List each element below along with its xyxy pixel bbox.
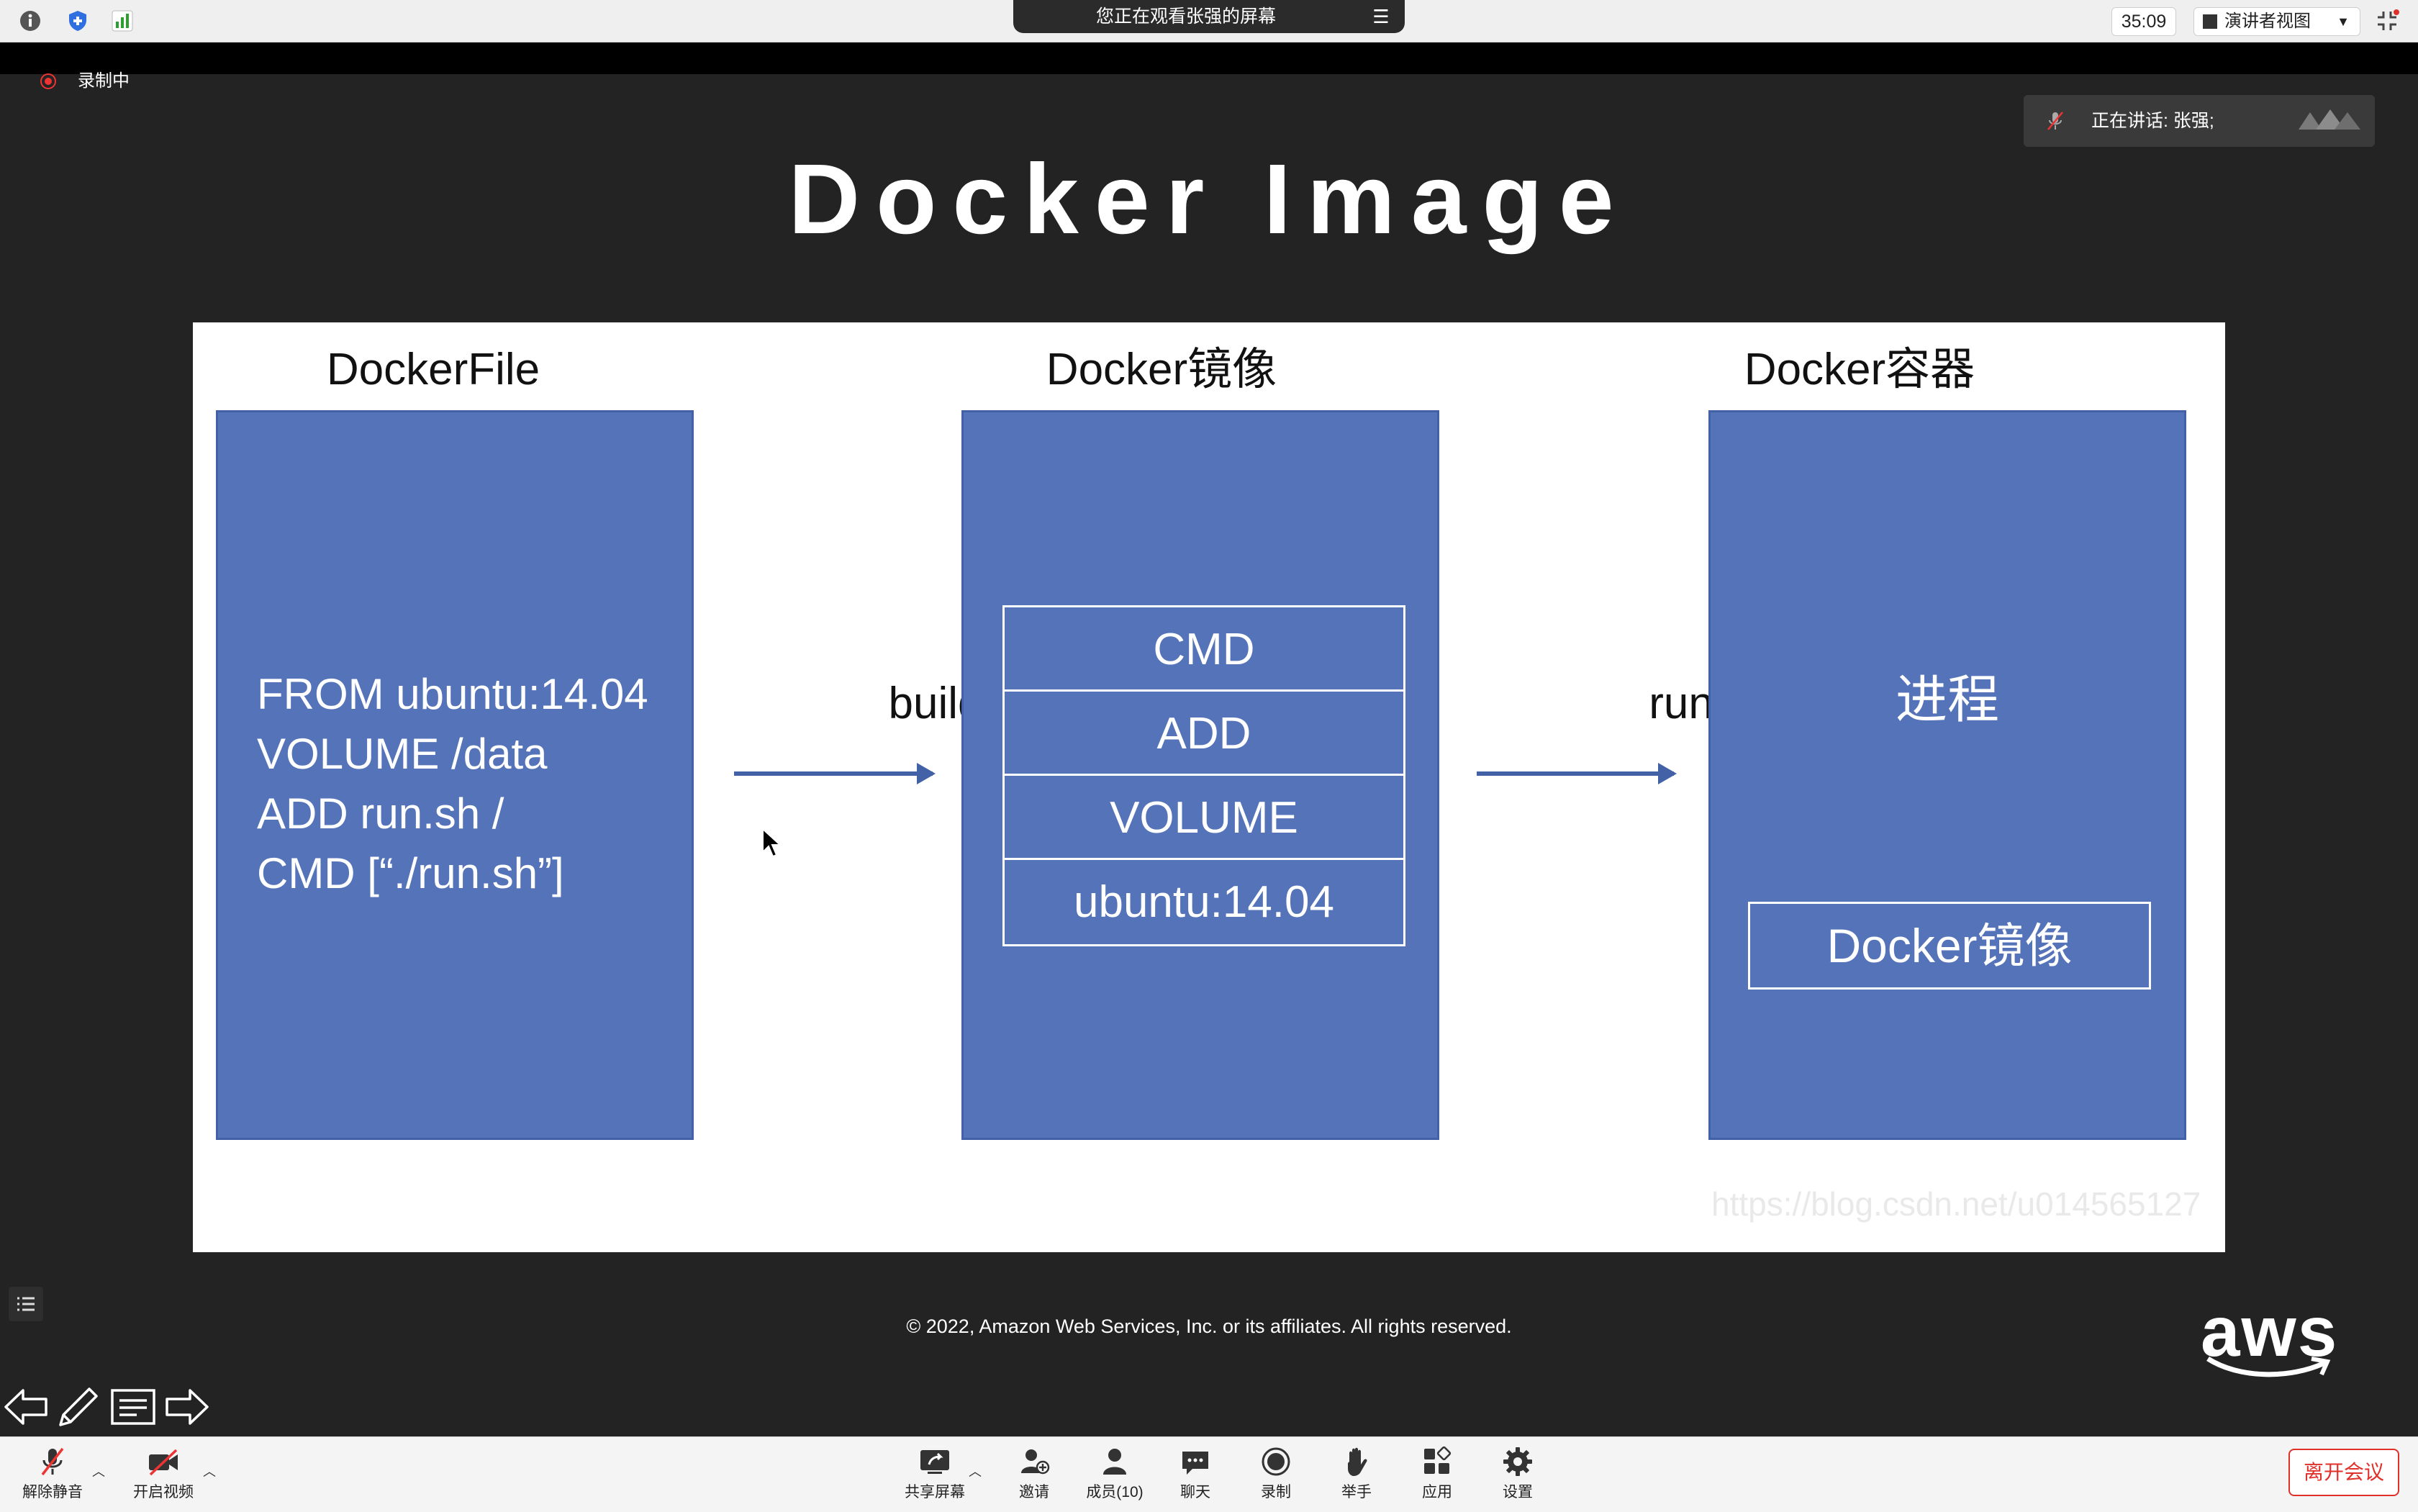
view-mode-label: 演讲者视图 xyxy=(2224,12,2311,31)
notes-icon[interactable] xyxy=(108,1382,158,1432)
share-screen-label: 共享屏幕 xyxy=(905,1484,965,1500)
dockerfile-code: FROM ubuntu:14.04 VOLUME /data ADD run.s… xyxy=(257,664,648,903)
muted-mic-icon xyxy=(41,1447,64,1476)
dockerfile-line: FROM ubuntu:14.04 xyxy=(257,670,648,718)
docker-container-box: 进程 Docker镜像 xyxy=(1708,410,2186,1140)
apps-label: 应用 xyxy=(1422,1484,1452,1500)
chat-label: 聊天 xyxy=(1180,1484,1210,1500)
aws-logo: aws xyxy=(2201,1292,2339,1371)
aws-smile-icon xyxy=(2206,1357,2331,1377)
image-layer-stack: CMD ADD VOLUME ubuntu:14.04 xyxy=(1002,605,1405,946)
apps-grid-icon xyxy=(1424,1446,1452,1474)
invite-button[interactable]: 邀请 xyxy=(995,1441,1074,1508)
settings-button[interactable]: 设置 xyxy=(1478,1441,1557,1508)
share-screen-button[interactable]: 共享屏幕 xyxy=(895,1441,974,1508)
recording-label: 录制中 xyxy=(78,71,130,91)
active-speaker-label: 正在讲话: 张强; xyxy=(2091,111,2214,131)
slide-title: Docker Image xyxy=(788,144,1630,255)
image-layer: ubuntu:14.04 xyxy=(1073,877,1334,927)
members-label: 成员(10) xyxy=(1086,1484,1144,1500)
video-options-chevron-icon[interactable]: ︿ xyxy=(203,1465,216,1479)
raise-hand-label: 举手 xyxy=(1341,1484,1372,1500)
unmute-button[interactable]: 解除静音 xyxy=(13,1441,92,1508)
banner-menu-icon[interactable]: ☰ xyxy=(1372,6,1390,27)
dockerfile-header: DockerFile xyxy=(326,345,540,394)
gear-icon xyxy=(1503,1447,1532,1476)
video-off-icon xyxy=(149,1449,178,1476)
exit-fullscreen-icon[interactable] xyxy=(2375,9,2399,33)
docker-image-header: Docker镜像 xyxy=(1046,345,1277,394)
record-icon xyxy=(1262,1447,1290,1476)
view-mode-dropdown[interactable]: 演讲者视图 ▼ xyxy=(2193,7,2360,36)
mouse-cursor-icon xyxy=(762,828,782,858)
docker-image-box: CMD ADD VOLUME ubuntu:14.04 xyxy=(961,410,1439,1140)
docker-container-header: Docker容器 xyxy=(1744,345,1975,394)
screen-share-banner: 您正在观看张强的屏幕 ☰ xyxy=(1013,0,1405,33)
chat-bubble-icon xyxy=(1182,1452,1208,1475)
raise-hand-button[interactable]: 举手 xyxy=(1317,1441,1396,1508)
image-layer: ADD xyxy=(1005,692,1403,776)
meeting-timer: 35:09 xyxy=(2111,7,2176,36)
dockerfile-box: FROM ubuntu:14.04 VOLUME /data ADD run.s… xyxy=(216,410,694,1140)
settings-label: 设置 xyxy=(1503,1484,1533,1500)
chevron-down-icon: ▼ xyxy=(2337,14,2350,29)
build-arrow xyxy=(734,763,936,784)
start-video-button[interactable]: 开启视频 xyxy=(124,1441,203,1508)
recording-dot-icon xyxy=(40,73,56,89)
container-image-box: Docker镜像 xyxy=(1748,902,2151,990)
top-black-strip xyxy=(0,42,2418,74)
pen-annotate-icon[interactable] xyxy=(53,1382,104,1432)
info-icon[interactable] xyxy=(19,9,42,32)
image-layer: VOLUME xyxy=(1005,776,1403,860)
meeting-toolbar: 解除静音 ︿ 开启视频 ︿ 共享屏幕 ︿ 邀请 成员(10) 聊天 xyxy=(0,1436,2418,1512)
share-banner-text: 您正在观看张强的屏幕 xyxy=(1095,6,1276,27)
image-layer: CMD xyxy=(1005,607,1403,692)
share-screen-icon xyxy=(920,1450,949,1474)
members-button[interactable]: 成员(10) xyxy=(1075,1441,1154,1508)
dockerfile-line: CMD [“./run.sh”] xyxy=(257,849,564,897)
blog-watermark: https://blog.csdn.net/u014565127 xyxy=(1711,1185,2201,1223)
outline-list-icon[interactable] xyxy=(9,1287,43,1321)
record-label: 录制 xyxy=(1261,1484,1291,1500)
members-icon xyxy=(1103,1449,1126,1475)
record-button[interactable]: 录制 xyxy=(1236,1441,1316,1508)
audio-options-chevron-icon[interactable]: ︿ xyxy=(92,1465,105,1479)
top-bar: 您正在观看张强的屏幕 ☰ 35:09 演讲者视图 ▼ xyxy=(0,0,2418,42)
invite-label: 邀请 xyxy=(1019,1484,1049,1500)
active-speaker-panel: 正在讲话: 张强; xyxy=(2024,95,2375,147)
leave-meeting-button[interactable]: 离开会议 xyxy=(2288,1449,2399,1496)
apps-button[interactable]: 应用 xyxy=(1398,1441,1477,1508)
speaker-view-icon xyxy=(2203,14,2217,29)
muted-mic-icon xyxy=(2047,112,2063,130)
run-arrow xyxy=(1477,763,1677,784)
process-label: 进程 xyxy=(1895,671,1999,729)
raise-hand-icon xyxy=(1348,1447,1367,1476)
docker-diagram: DockerFile Docker镜像 Docker容器 FROM ubuntu… xyxy=(193,322,2225,1252)
chat-button[interactable]: 聊天 xyxy=(1156,1441,1235,1508)
run-label: run xyxy=(1649,679,1713,728)
dockerfile-line: VOLUME /data xyxy=(257,730,548,778)
avatar-logo-icon xyxy=(2299,109,2360,130)
copyright-text: © 2022, Amazon Web Services, Inc. or its… xyxy=(906,1316,1512,1337)
invite-user-icon xyxy=(1021,1449,1050,1475)
next-slide-icon[interactable] xyxy=(161,1382,212,1432)
unmute-label: 解除静音 xyxy=(22,1484,83,1500)
start-video-label: 开启视频 xyxy=(133,1484,194,1500)
dockerfile-line: ADD run.sh / xyxy=(257,789,504,838)
share-options-chevron-icon[interactable]: ︿ xyxy=(969,1465,982,1479)
security-shield-icon[interactable] xyxy=(66,9,89,32)
signal-stats-icon[interactable] xyxy=(111,9,134,32)
previous-slide-icon[interactable] xyxy=(1,1382,52,1432)
